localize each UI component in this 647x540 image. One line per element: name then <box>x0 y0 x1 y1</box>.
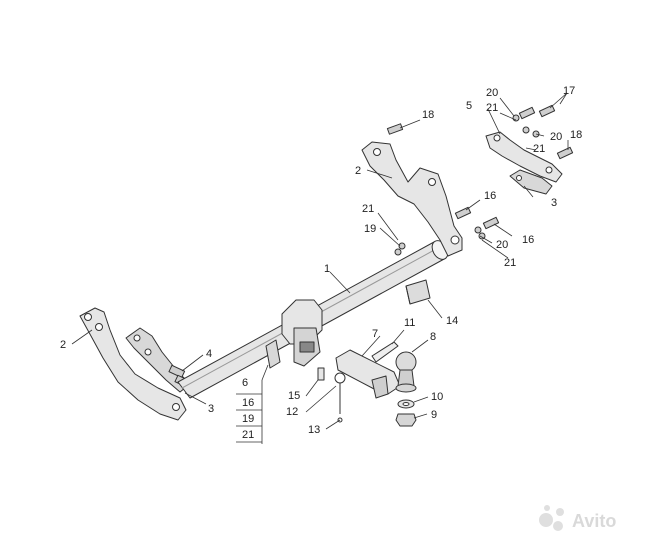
callout-label: 11 <box>404 317 415 329</box>
callout-label: 21 <box>362 203 374 215</box>
callout-label: 14 <box>446 315 458 327</box>
callout-label: 16 <box>242 397 254 409</box>
callout-label: 16 <box>484 190 496 202</box>
callout-label: 9 <box>431 409 437 421</box>
bent-pin <box>371 341 399 363</box>
left-side-bracket <box>79 307 187 421</box>
right-side-bracket <box>361 141 463 257</box>
callout-label: 7 <box>372 328 378 340</box>
callout-label: 21 <box>533 143 545 155</box>
callout-label: 2 <box>355 165 361 177</box>
callout-label: 4 <box>206 348 212 360</box>
callout-label: 8 <box>430 331 436 343</box>
callout-label: 5 <box>466 100 472 112</box>
callout-label: 17 <box>563 85 575 97</box>
bolt-group <box>386 104 574 256</box>
small-bolt <box>317 367 325 381</box>
callout-label: 12 <box>286 406 298 418</box>
callout-label: 18 <box>570 129 582 141</box>
callout-label: 6 <box>242 377 248 389</box>
callout-label: 20 <box>496 239 508 251</box>
callout-label: 21 <box>504 257 516 269</box>
callout-label: 19 <box>364 223 376 235</box>
watermark-text: Avito <box>572 511 616 531</box>
callout-label: 1 <box>324 263 330 275</box>
hitch-receiver <box>265 299 323 369</box>
callout-label: 3 <box>208 403 214 415</box>
washer <box>397 399 415 409</box>
ball-mount <box>335 349 401 399</box>
avito-logo-icon <box>539 505 564 531</box>
callout-label: 3 <box>551 197 557 209</box>
callout-label: 20 <box>550 131 562 143</box>
callout-label: 19 <box>242 413 254 425</box>
socket-cover <box>405 279 431 305</box>
callout-label: 20 <box>486 87 498 99</box>
nut <box>395 413 417 427</box>
callout-label: 2 <box>60 339 66 351</box>
callout-label: 10 <box>431 391 443 403</box>
callout-label: 18 <box>422 109 434 121</box>
callout-label: 21 <box>486 102 498 114</box>
callout-label: 21 <box>242 429 254 441</box>
upper-right-plate <box>509 169 553 195</box>
tow-ball <box>395 351 417 393</box>
cotter-clip <box>334 372 346 423</box>
upper-right-bracket <box>485 131 563 183</box>
callout-label: 15 <box>288 390 300 402</box>
callout-label: 16 <box>522 234 534 246</box>
callout-label: 13 <box>308 424 320 436</box>
